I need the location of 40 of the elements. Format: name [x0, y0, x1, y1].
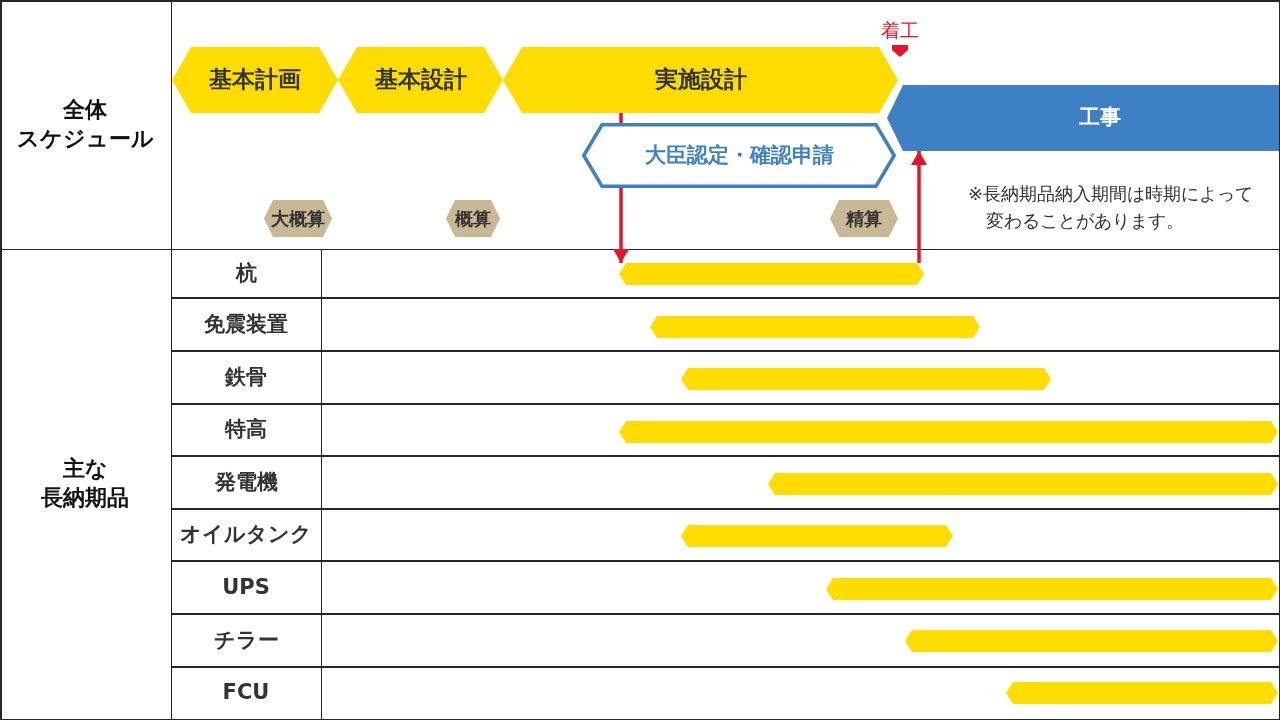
phase-hexagon	[338, 47, 503, 113]
item-label: チラー	[213, 627, 279, 654]
lead-time-bar	[1006, 682, 1278, 704]
item-label: オイルタンク	[180, 522, 312, 548]
phase-label: 実施設計	[654, 66, 747, 94]
milestone-label: 着工	[881, 18, 919, 42]
note-text: ※長納期品納入期間は時期によって変わることがあります。	[968, 182, 1255, 233]
estimate-label: 精算	[846, 207, 882, 230]
lead-time-bar	[619, 421, 1278, 443]
item-label: 鉄骨	[225, 364, 267, 391]
phase-label: 工事	[1079, 105, 1121, 131]
approval-hexagon	[582, 123, 896, 188]
item-label: 杭	[235, 260, 257, 287]
connector-line	[619, 113, 623, 123]
lead-time-bar	[905, 630, 1278, 652]
phase-label: 基本計画	[209, 66, 301, 94]
section-header: 主な長納期品	[40, 455, 130, 512]
estimate-label: 大概算	[271, 207, 325, 230]
item-label: 発電機	[214, 469, 278, 496]
cost-estimate-hexagon	[264, 200, 332, 237]
lead-time-bar	[826, 578, 1278, 600]
item-label: UPS	[222, 574, 270, 601]
item-label: 特高	[225, 417, 267, 443]
item-label: FCU	[222, 680, 270, 706]
approval-label: 大臣認定・確認申請	[644, 142, 834, 169]
lead-time-bar	[681, 525, 953, 547]
lead-time-bar	[650, 316, 980, 338]
item-label: 免震装置	[204, 311, 288, 338]
arrow	[613, 188, 629, 263]
cost-estimate-hexagon	[830, 200, 898, 237]
estimate-label: 概算	[455, 207, 491, 230]
phase-label: 基本設計	[374, 66, 467, 94]
phase-hexagon	[172, 47, 338, 113]
section-header: 全体スケジュール	[15, 96, 155, 153]
lead-time-bar	[768, 473, 1278, 495]
arrow	[911, 151, 927, 263]
lead-time-bar	[681, 368, 1051, 390]
lead-time-bar	[619, 263, 924, 285]
construction-band	[887, 85, 1279, 151]
cost-estimate-hexagon	[446, 200, 500, 237]
